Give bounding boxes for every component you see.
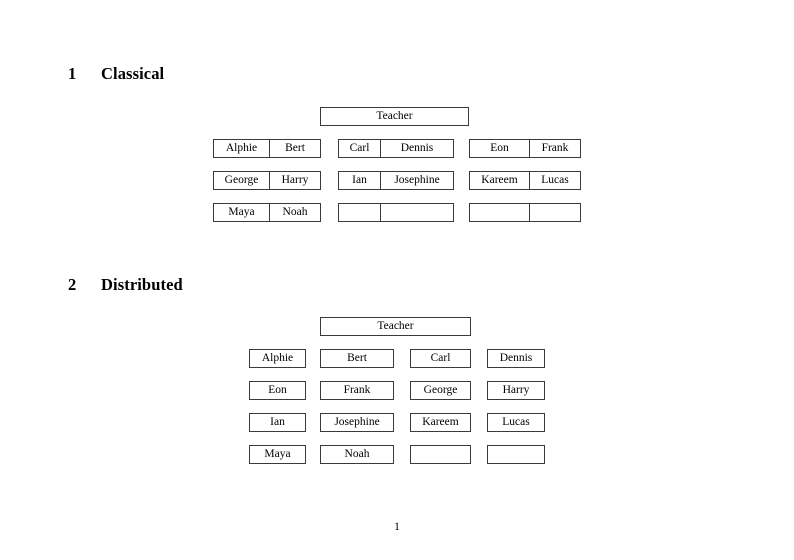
table-cell: George (410, 381, 471, 400)
classical-group-left-row-1: Alphie Bert (213, 139, 321, 158)
table-cell: Alphie (249, 349, 306, 368)
table-cell: Josephine (320, 413, 394, 432)
table-cell: Kareem (410, 413, 471, 432)
table-cell: Harry (487, 381, 545, 400)
table-cell (487, 445, 545, 464)
table-cell: Dennis (487, 349, 545, 368)
table-cell: Ian (249, 413, 306, 432)
table-cell (339, 204, 380, 221)
table-cell: Lucas (529, 172, 580, 189)
section-title: Distributed (101, 275, 183, 294)
classical-group-left-row-2: George Harry (213, 171, 321, 190)
table-cell: George (224, 174, 259, 186)
table-cell: Carl (349, 142, 370, 154)
table-cell: Maya (228, 206, 255, 218)
table-cell: Eon (249, 381, 306, 400)
table-cell: Frank (320, 381, 394, 400)
section-title: Classical (101, 64, 165, 83)
classical-group-left-row-3: Maya Noah (213, 203, 321, 222)
teacher-box-distributed: Teacher (320, 317, 471, 336)
teacher-box-classical: Teacher (320, 107, 469, 126)
table-cell (380, 204, 453, 221)
section-heading-classical: 1 Classical (68, 64, 165, 83)
classical-group-right-row-2: Kareem Lucas (469, 171, 581, 190)
table-cell: Carl (410, 349, 471, 368)
table-cell: Bert (269, 140, 320, 157)
table-cell: Maya (249, 445, 306, 464)
classical-group-right-row-1: Eon Frank (469, 139, 581, 158)
classical-group-middle-row-1: Carl Dennis (338, 139, 454, 158)
table-cell (470, 204, 529, 221)
page-number: 1 (394, 521, 400, 533)
table-cell (410, 445, 471, 464)
table-cell: Noah (320, 445, 394, 464)
section-number: 2 (68, 275, 77, 294)
classical-group-right-row-3 (469, 203, 581, 222)
table-cell: Bert (320, 349, 394, 368)
table-cell: Alphie (225, 142, 258, 154)
table-cell: Eon (490, 142, 509, 154)
table-cell: Harry (269, 172, 320, 189)
table-cell (529, 204, 580, 221)
table-cell: Lucas (487, 413, 545, 432)
table-cell: Frank (529, 140, 580, 157)
classical-group-middle-row-2: Ian Josephine (338, 171, 454, 190)
table-cell: Noah (269, 204, 320, 221)
table-cell: Ian (352, 174, 367, 186)
table-cell: Kareem (481, 174, 518, 186)
table-cell: Josephine (380, 172, 453, 189)
section-number: 1 (68, 64, 77, 83)
classical-group-middle-row-3 (338, 203, 454, 222)
section-heading-distributed: 2 Distributed (68, 275, 183, 294)
table-cell: Dennis (380, 140, 453, 157)
